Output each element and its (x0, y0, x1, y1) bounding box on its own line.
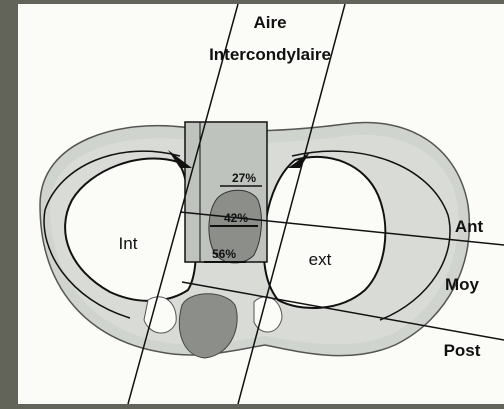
label-ext: ext (309, 250, 332, 269)
frame-left (0, 0, 18, 404)
label-post: Post (444, 341, 481, 360)
label-moy: Moy (445, 275, 480, 294)
label-int: Int (119, 234, 138, 253)
frame-top (0, 0, 504, 4)
label-ant: Ant (455, 217, 484, 236)
title-line-2: Intercondylaire (209, 45, 331, 64)
pct-42: 42% (224, 211, 248, 225)
pct-56: 56% (212, 247, 236, 261)
title-line-1: Aire (253, 13, 286, 32)
condyle-ext (264, 157, 386, 308)
pct-27: 27% (232, 171, 256, 185)
